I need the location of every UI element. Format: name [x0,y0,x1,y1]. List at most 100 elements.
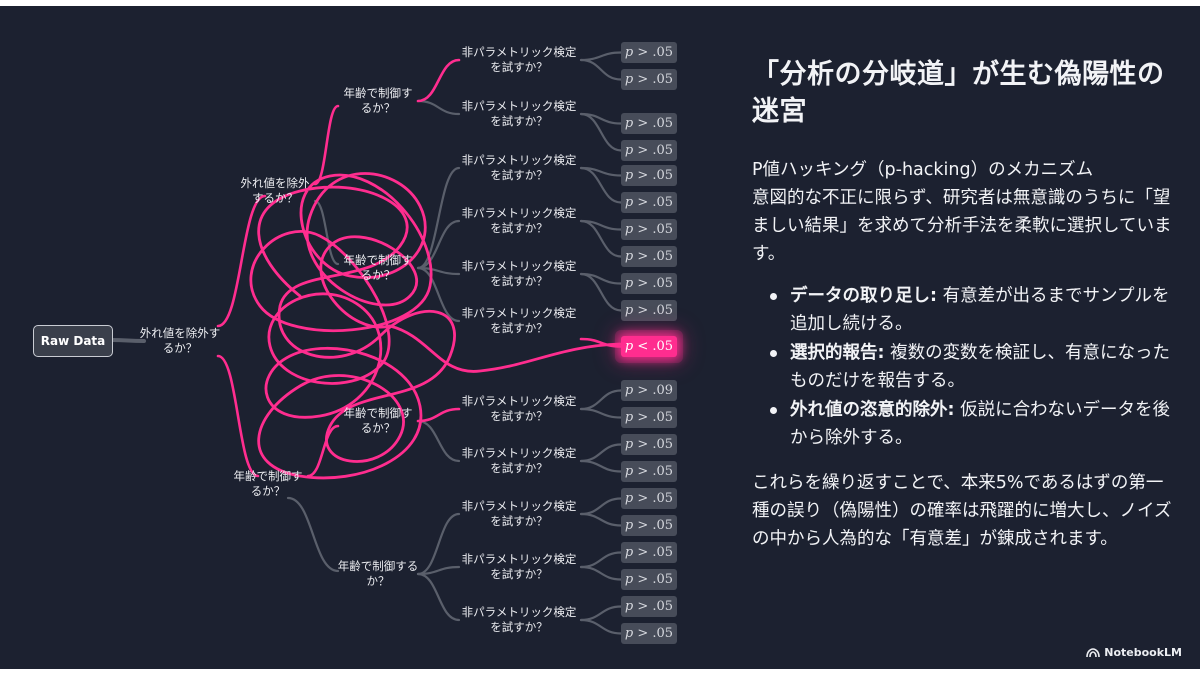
branch-connector [579,497,623,516]
decision-test-node: 非パラメトリック検定を試すか？ [461,99,577,128]
decision-test-node: 非パラメトリック検定を試すか？ [461,605,577,634]
notebooklm-brand: NotebookLM [1086,646,1182,659]
bullet-item: 外れ値の恣意的除外: 仮説に合わないデータを後から除外する。 [770,396,1172,452]
outcome-box: p > .05 [621,488,677,509]
branch-connector [109,338,146,343]
bullet-dot [770,350,777,357]
bullet-term: データの取り足し: [790,286,937,306]
p-symbol: p [624,518,634,533]
p-comparison: > .05 [633,410,674,425]
decision-test-node: 非パラメトリック検定を試すか？ [461,552,577,581]
branch-connector [579,166,623,204]
outcome-box: p > .05 [621,192,677,213]
branch-connector [416,166,461,270]
slide-title: 「分析の分岐道」が生む偽陽性の迷宮 [752,59,1165,127]
p-symbol: p [624,464,634,479]
branch-connector [579,272,623,312]
branch-connector [416,219,461,270]
decision-age-node: 年齢で制御するか？ [337,559,419,588]
notebooklm-logo-icon [1086,647,1101,657]
branch-connector [579,219,623,258]
mechanism-subtitle: P値ハッキング（p-hacking）のメカニズム [752,160,1094,180]
p-symbol: p [624,116,634,131]
outcome-box: p > .05 [621,113,677,134]
decision-age-node: 年齢で制御するか？ [343,253,413,282]
p-comparison: > .05 [633,518,674,533]
branch-connector [416,407,461,423]
bullet-list: データの取り足し: 有意差が出るまでサンプルを追加し続ける。 選択的報告: 複数… [752,282,1172,452]
decision-node-level2: 年齢で制御するか？ [233,469,303,498]
explanation-panel: 「分析の分岐道」が生む偽陽性の迷宮 P値ハッキング（p-hacking）のメカニ… [752,56,1172,553]
bullet-dot [770,407,777,414]
branch-connector [579,605,623,622]
decision-age-node: 年齢で制御するか？ [343,406,413,435]
p-comparison: > .09 [633,383,674,398]
p-symbol: p [624,383,634,398]
intro-text: 意図的な不正に限らず、研究者は無意識のうちに「望ましい結果」を求めて分析手法を柔… [752,188,1172,264]
branch-connector [313,199,340,266]
p-symbol: p [624,45,634,60]
outcome-box: p > .05 [621,140,677,161]
branch-connector [416,266,461,323]
branch-connector [416,572,461,622]
p-symbol: p [624,626,634,641]
branch-connector [579,551,623,569]
brand-label: NotebookLM [1104,646,1182,659]
p-symbol: p [624,195,634,210]
outcome-box: p > .05 [621,42,677,63]
p-symbol: p [624,276,634,291]
p-comparison: > .05 [633,437,674,452]
decision-node-level2: 外れ値を除外するか？ [240,176,310,205]
p-symbol: p [624,437,634,452]
bullet-term: 選択的報告: [790,343,885,363]
p-comparison: > .05 [633,72,674,87]
slide: Raw Data 外れ値を除外するか？外れ値を除外するか？年齢で制御するか？年齢… [0,6,1200,669]
p-symbol: p [624,303,634,318]
p-symbol: p [624,168,634,183]
outcome-box: p > .05 [621,596,677,617]
outcome-box: p > .05 [621,623,677,644]
branch-connector [313,104,340,186]
branch-connector [216,194,267,328]
bullet-item: 選択的報告: 複数の変数を検証し、有意になったものだけを報告する。 [770,339,1172,395]
p-symbol: p [624,599,634,614]
decision-test-node: 非パラメトリック検定を試すか？ [461,394,577,423]
decision-test-node: 非パラメトリック検定を試すか？ [461,153,577,182]
p-comparison: > .05 [633,195,674,210]
p-comparison: > .05 [633,222,674,237]
p-symbol: p [624,72,634,87]
outcome-box: p > .05 [621,569,677,590]
outcome-box: p > .05 [621,300,677,321]
branch-connector [416,58,461,103]
p-comparison: > .05 [633,491,674,506]
outcome-box: p > .05 [621,515,677,536]
p-symbol: p [624,572,634,587]
p-symbol: p [624,410,634,425]
outcome-box: p > .05 [621,219,677,240]
p-comparison: > .05 [633,545,674,560]
significance-path [388,324,622,373]
outcome-box: p > .05 [621,461,677,482]
branch-connector [579,443,623,463]
branch-connector [579,459,623,473]
p-comparison: < .05 [633,339,674,354]
p-symbol: p [624,143,634,158]
outcome-box: p > .09 [621,380,677,401]
decision-test-node: 非パラメトリック検定を試すか？ [461,446,577,475]
forking-path-tangle [249,172,456,480]
p-symbol: p [624,545,634,560]
p-symbol: p [624,249,634,264]
p-comparison: > .05 [633,249,674,264]
branch-connector [416,99,461,116]
branch-connector [579,58,623,81]
branch-connector [216,354,260,478]
branch-connector [416,512,461,576]
conclusion-text: これらを繰り返すことで、本来5%であるはずの第一種の誤り（偽陽性）の確率は飛躍的… [752,473,1172,549]
branch-connector [579,112,623,152]
decision-test-node: 非パラメトリック検定を試すか？ [461,259,577,288]
p-comparison: > .05 [633,626,674,641]
bullet-text: 有意差が出るまでサンプルを追加し続ける。 [790,286,1170,334]
decision-test-node: 非パラメトリック検定を試すか？ [461,499,577,528]
p-comparison: > .05 [633,143,674,158]
p-comparison: > .05 [633,45,674,60]
